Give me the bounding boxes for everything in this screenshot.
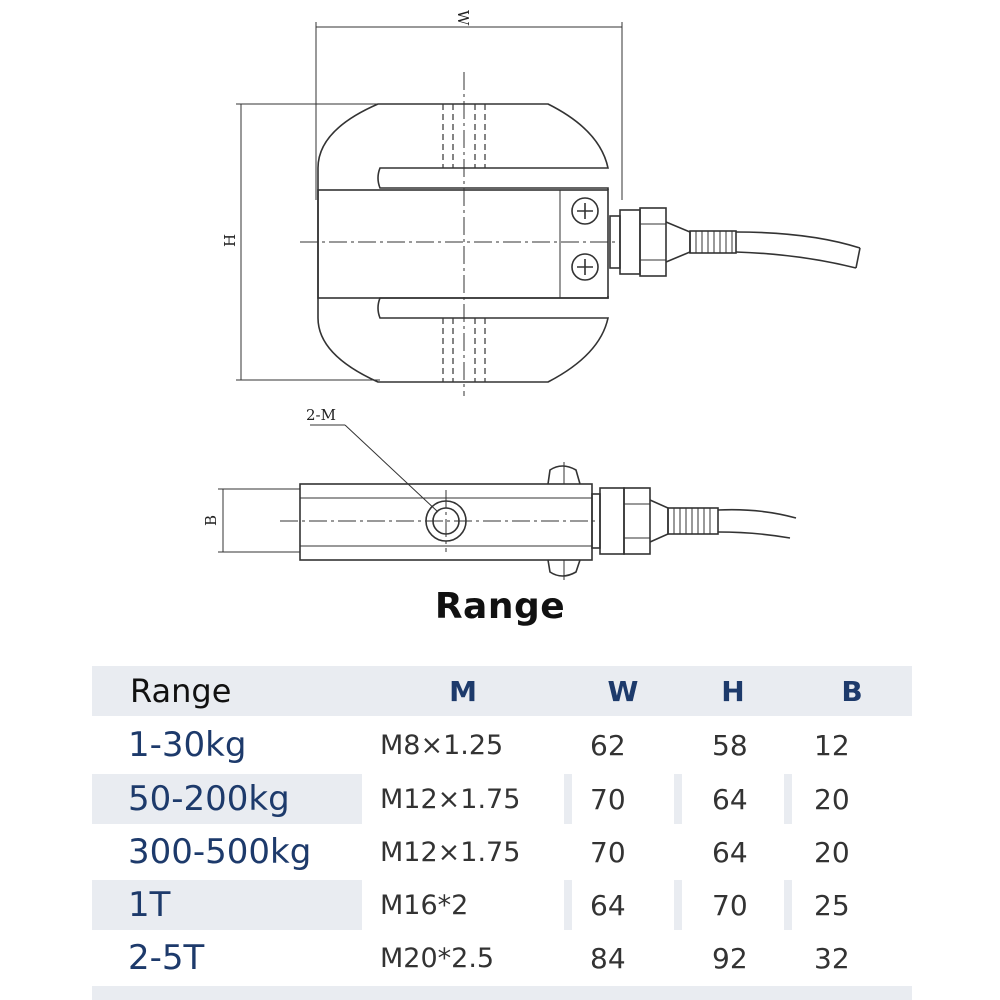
- table-row: 2-5T M20*2.5 84 92 32: [92, 930, 912, 986]
- cell-h: 64: [682, 774, 784, 824]
- table-row: 1-30kg M8×1.25 62 58 12: [92, 716, 912, 774]
- cell-w: 70: [572, 774, 674, 824]
- thread-label: 2-M: [306, 406, 336, 424]
- cell-b: 32: [792, 930, 912, 986]
- cell-range: 1-30kg: [92, 716, 354, 774]
- header-m: M: [449, 674, 477, 708]
- table-row: 300-500kg M12×1.75 70 64 20: [92, 824, 912, 880]
- thickness-dim-label: B: [202, 515, 220, 526]
- cell-b: 12: [792, 716, 912, 774]
- cell-w: 84: [572, 930, 674, 986]
- cell-m: M20*2.5: [362, 930, 564, 986]
- cell-b: 20: [792, 774, 912, 824]
- cell-b: 25: [792, 880, 912, 930]
- header-h: H: [721, 674, 745, 708]
- section-title: Range: [434, 586, 566, 627]
- cell-b: 20: [792, 824, 912, 880]
- header-b: B: [841, 674, 863, 708]
- cell-range: 50-200kg: [92, 774, 354, 824]
- cell-h: 70: [682, 880, 784, 930]
- cell-m: M16*2: [362, 880, 564, 930]
- table-footer-stripe: [92, 986, 912, 1000]
- cell-w: 64: [572, 880, 674, 930]
- cell-h: 64: [682, 824, 784, 880]
- table-row: 1T M16*2 64 70 25: [92, 880, 912, 930]
- spec-table: Range M W H B 1-30kg M8×1.25 62 58 12 50…: [92, 666, 912, 1000]
- cell-range: 300-500kg: [92, 824, 354, 880]
- cell-range: 2-5T: [92, 930, 354, 986]
- cell-range: 1T: [92, 880, 354, 930]
- cell-m: M12×1.75: [362, 774, 564, 824]
- width-dim-label: W: [454, 10, 472, 26]
- cell-w: 70: [572, 824, 674, 880]
- header-range: Range: [130, 672, 232, 710]
- cell-m: M8×1.25: [362, 716, 564, 774]
- cell-h: 92: [682, 930, 784, 986]
- table-header-row: Range M W H B: [92, 666, 912, 716]
- s-type-load-cell-drawing: W H 2-M B: [202, 10, 861, 580]
- cell-m: M12×1.75: [362, 824, 564, 880]
- height-dim-label: H: [221, 234, 239, 247]
- table-row: 50-200kg M12×1.75 70 64 20: [92, 774, 912, 824]
- header-w: W: [607, 674, 639, 708]
- cell-w: 62: [572, 716, 674, 774]
- cell-h: 58: [682, 716, 784, 774]
